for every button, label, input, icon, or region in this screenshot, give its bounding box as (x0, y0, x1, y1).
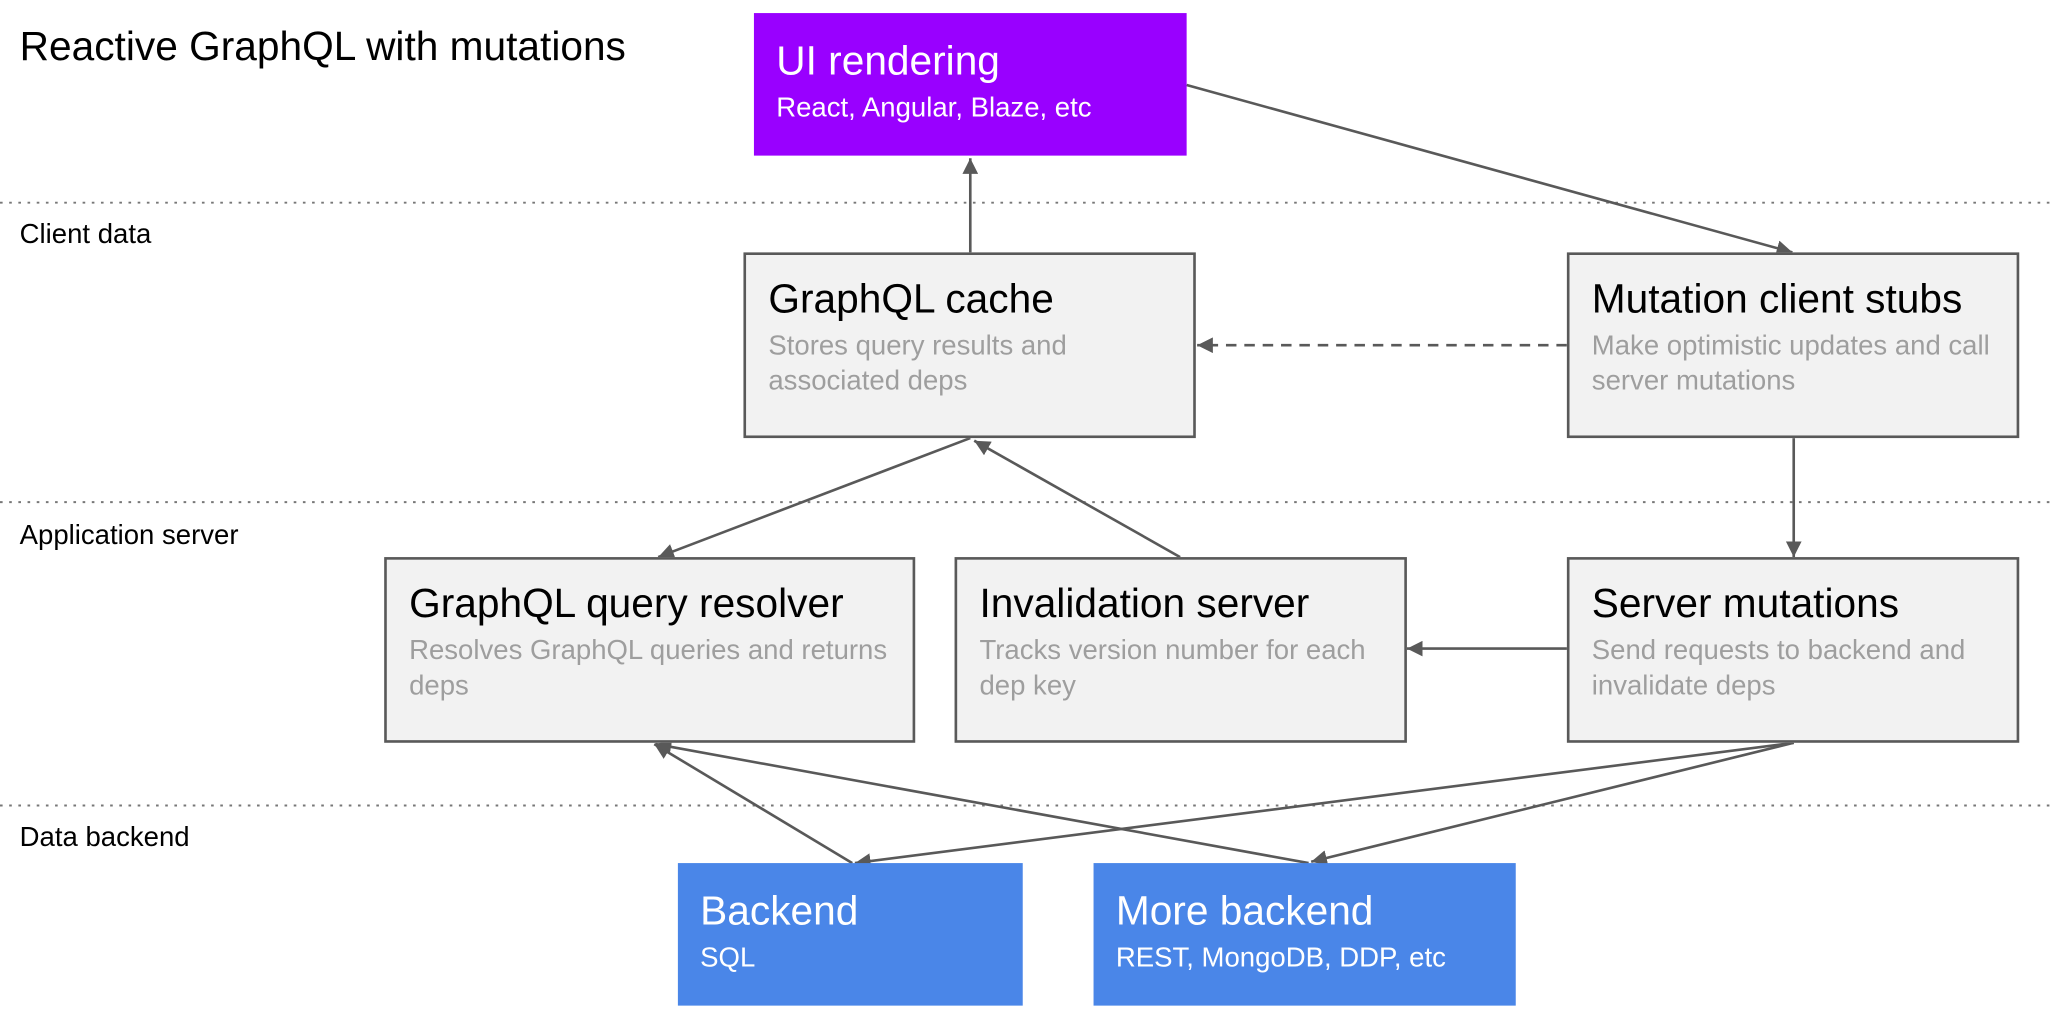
edge-mutations-to-more-backend (1310, 741, 1795, 866)
diagram-title: Reactive GraphQL with mutations (19, 23, 626, 70)
edge-ui-to-stubs (1186, 83, 1793, 256)
node-subtitle: Resolves GraphQL queries and returns dep… (409, 634, 888, 701)
node-title: More backend (1115, 887, 1374, 934)
lane-label-app: Application server (19, 520, 239, 551)
node-subtitle: React, Angular, Blaze, etc (776, 92, 1092, 123)
node-title: Backend (700, 887, 859, 934)
node-title: Mutation client stubs (1591, 275, 1963, 322)
node-subtitle: Make optimistic updates and call server … (1591, 330, 1990, 397)
lane-label-client: Client data (19, 219, 152, 250)
lane-label-data: Data backend (19, 822, 190, 853)
node-subtitle: Tracks version number for each dep key (979, 634, 1366, 701)
node-subtitle: SQL (700, 942, 756, 973)
edge-mutations-to-backend (854, 741, 1794, 869)
node-subtitle: Stores query results and associated deps (768, 330, 1067, 397)
node-backend: Backend SQL (677, 863, 1023, 1006)
edge-backend-to-resolver (653, 742, 853, 865)
edge-cache-to-resolver (657, 436, 971, 559)
node-title: Invalidation server (979, 580, 1310, 627)
node-title: GraphQL cache (768, 275, 1054, 322)
node-server-mutations: Server mutations Send requests to backen… (1566, 557, 2020, 743)
node-subtitle: Send requests to backend and invalidate … (1591, 634, 1966, 701)
node-invalidation-server: Invalidation server Tracks version numbe… (954, 557, 1407, 743)
node-ui-rendering: UI rendering React, Angular, Blaze, etc (753, 13, 1187, 156)
node-title: UI rendering (776, 37, 1000, 84)
node-subtitle: REST, MongoDB, DDP, etc (1115, 942, 1446, 973)
node-title: Server mutations (1591, 580, 1900, 627)
node-more-backend: More backend REST, MongoDB, DDP, etc (1093, 863, 1516, 1006)
node-title: GraphQL query resolver (409, 580, 844, 627)
edge-invalidation-to-cache (973, 439, 1181, 559)
node-mutation-client-stubs: Mutation client stubs Make optimistic up… (1566, 252, 2020, 439)
edge-more-backend-to-resolver (655, 739, 1309, 865)
node-graphql-query-resolver: GraphQL query resolver Resolves GraphQL … (384, 557, 916, 743)
node-graphql-cache: GraphQL cache Stores query results and a… (743, 252, 1196, 439)
